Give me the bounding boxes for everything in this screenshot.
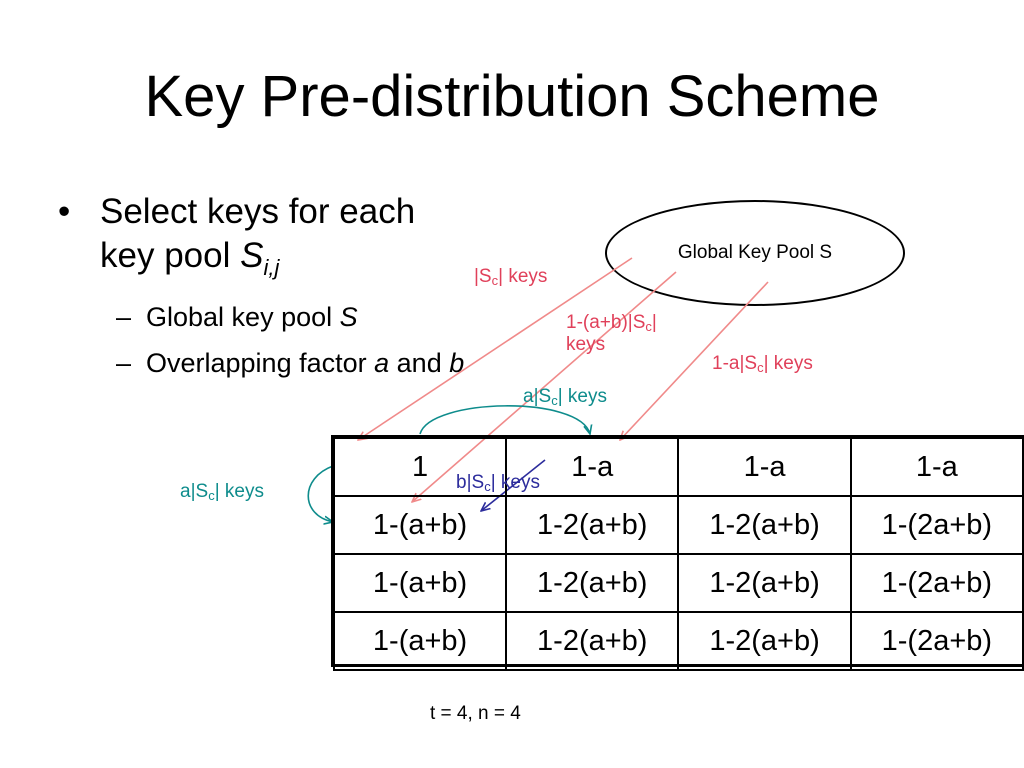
label-b-keys: b|Sc| keys (456, 472, 540, 494)
arrow-sc-keys (358, 257, 633, 440)
table-cell: 1-2(a+b) (677, 611, 852, 671)
label-one-minus-ab: 1-(a+b)|Sc|keys (566, 312, 657, 355)
subbullet-var-a: a (374, 348, 390, 378)
global-key-pool-ellipse (605, 200, 905, 306)
bullet-select-keys: • Select keys for each key pool Si,j (58, 190, 478, 290)
subbullet-var: S (339, 302, 358, 332)
footer-params: t = 4, n = 4 (430, 703, 521, 724)
subbullet-overlap: –Overlapping factor a and b (58, 346, 478, 380)
bullet-var-sub: i,j (263, 255, 280, 280)
dash-mark: – (116, 348, 132, 378)
arrow-a-left (307, 465, 333, 522)
table-cell: 1-(a+b) (332, 495, 508, 555)
key-overlap-table: 1 1-a 1-a 1-a 1-(a+b) 1-2(a+b) 1-2(a+b) … (332, 437, 1024, 671)
bullet-list: • Select keys for each key pool Si,j –Glo… (58, 190, 478, 380)
subbullet-and: and (389, 348, 450, 378)
bullet-var: S (240, 236, 264, 275)
table-cell: 1 (332, 437, 508, 497)
subbullet-text: Global key pool (146, 302, 340, 332)
arrow-a-top (419, 405, 590, 434)
subbullet-var-b: b (449, 348, 465, 378)
table-cell: 1-a (849, 437, 1024, 497)
bullet-dot: • (58, 192, 71, 231)
table-cell: 1-a (677, 437, 852, 497)
table-cell: 1-2(a+b) (677, 553, 852, 613)
label-one-minus-a: 1-a|Sc| keys (712, 353, 813, 375)
subbullet-text: Overlapping factor (146, 348, 375, 378)
table-cell: 1-2(a+b) (505, 495, 680, 555)
table-cell: 1-a (505, 437, 680, 497)
table-cell: 1-(a+b) (332, 553, 508, 613)
table-cell: 1-2(a+b) (505, 611, 680, 671)
table-cell: 1-2(a+b) (505, 553, 680, 613)
table-row: 1-(a+b) 1-2(a+b) 1-2(a+b) 1-(2a+b) (332, 495, 1024, 555)
table-cell: 1-(a+b) (332, 611, 508, 671)
label-a-top: a|Sc| keys (523, 386, 607, 408)
dash-mark: – (116, 302, 132, 332)
table-cell: 1-2(a+b) (677, 495, 852, 555)
label-a-left: a|Sc| keys (180, 481, 264, 503)
table-row: 1-(a+b) 1-2(a+b) 1-2(a+b) 1-(2a+b) (332, 611, 1024, 671)
table-cell: 1-(2a+b) (849, 553, 1024, 613)
table-row: 1-(a+b) 1-2(a+b) 1-2(a+b) 1-(2a+b) (332, 553, 1024, 613)
subbullet-global-pool: –Global key pool S (58, 300, 478, 334)
table-row: 1 1-a 1-a 1-a (332, 437, 1024, 497)
bullet-text: Select keys for each key pool (100, 192, 416, 275)
arrow-one-minus-a (620, 281, 769, 440)
table-cell: 1-(2a+b) (849, 495, 1024, 555)
label-sc-keys: |Sc| keys (474, 266, 548, 288)
global-key-pool-label: Global Key Pool S (677, 242, 833, 263)
table-cell: 1-(2a+b) (849, 611, 1024, 671)
slide-title: Key Pre-distribution Scheme (144, 64, 880, 129)
